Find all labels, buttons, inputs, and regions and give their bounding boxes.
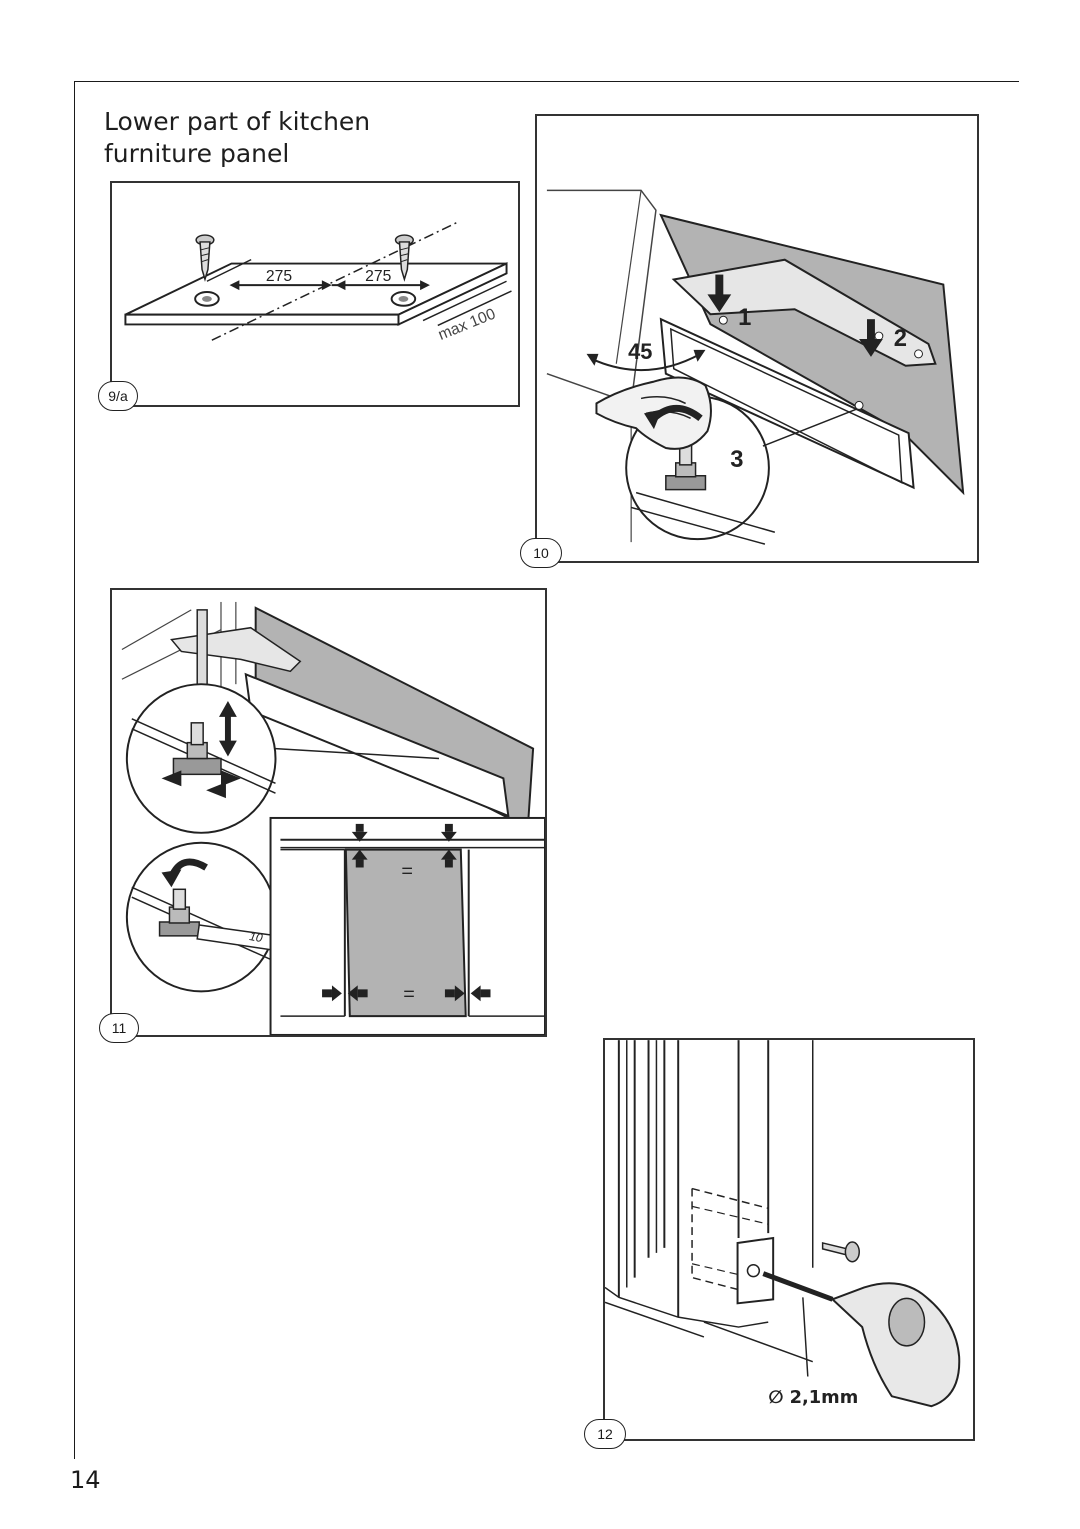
screw-icon [394, 234, 414, 282]
drill-icon [762, 1271, 961, 1408]
angle-label: 45 [628, 339, 652, 364]
figure-12-drawing: ∅ 2,1mm [605, 1040, 961, 1408]
figure-10: 1 2 45 [535, 114, 979, 563]
figure-10-drawing: 1 2 45 [546, 189, 965, 545]
rotate-arrow-icon [161, 858, 208, 888]
step-1-label: 1 [738, 304, 751, 331]
equal-spacing-bottom: = [403, 983, 415, 1005]
figure-9a: 275 275 max 100 [110, 181, 520, 407]
figure-9a-drawing: 275 275 max 100 [124, 221, 512, 344]
screw-icon [195, 234, 215, 282]
figure-11-drawing: 10 = [121, 601, 545, 1035]
up-down-arrow-icon [219, 701, 237, 757]
figure-12: ∅ 2,1mm [603, 1038, 975, 1441]
equal-spacing-top: = [401, 860, 413, 882]
figure-label-10: 10 [520, 538, 562, 568]
figure-label-12: 12 [584, 1419, 626, 1449]
top-rule [74, 81, 1019, 82]
arrow-right-icon [444, 985, 465, 1002]
arrow-left-icon [470, 985, 491, 1002]
arrow-down-icon [707, 274, 732, 313]
arrow-up-icon [351, 849, 368, 868]
screw-icon [821, 1241, 860, 1263]
arrow-right-icon [322, 985, 342, 1002]
wrench-size-label: 10 [248, 929, 264, 945]
figure-label-11: 11 [99, 1013, 139, 1043]
arrow-down-icon [351, 823, 368, 842]
page-number: 14 [70, 1466, 101, 1494]
left-rule [74, 81, 75, 1459]
step-2-label: 2 [894, 325, 907, 352]
arrow-down-icon [440, 823, 457, 842]
figure-11: 10 = [110, 588, 547, 1037]
dimension-label-left: 275 [266, 268, 292, 285]
arrow-left-icon [347, 985, 368, 1002]
figure-label-9a: 9/a [98, 381, 138, 411]
rotate-arrow-icon [644, 404, 703, 430]
left-right-arrow-icon [161, 770, 241, 799]
page-title: Lower part of kitchen furniture panel [104, 107, 371, 168]
dimension-label-right: 275 [365, 268, 391, 285]
step-3-label: 3 [730, 446, 743, 473]
drill-bit-size-label: ∅ 2,1mm [768, 1387, 858, 1408]
arrow-down-icon [859, 319, 883, 357]
arrow-up-icon [440, 849, 457, 868]
